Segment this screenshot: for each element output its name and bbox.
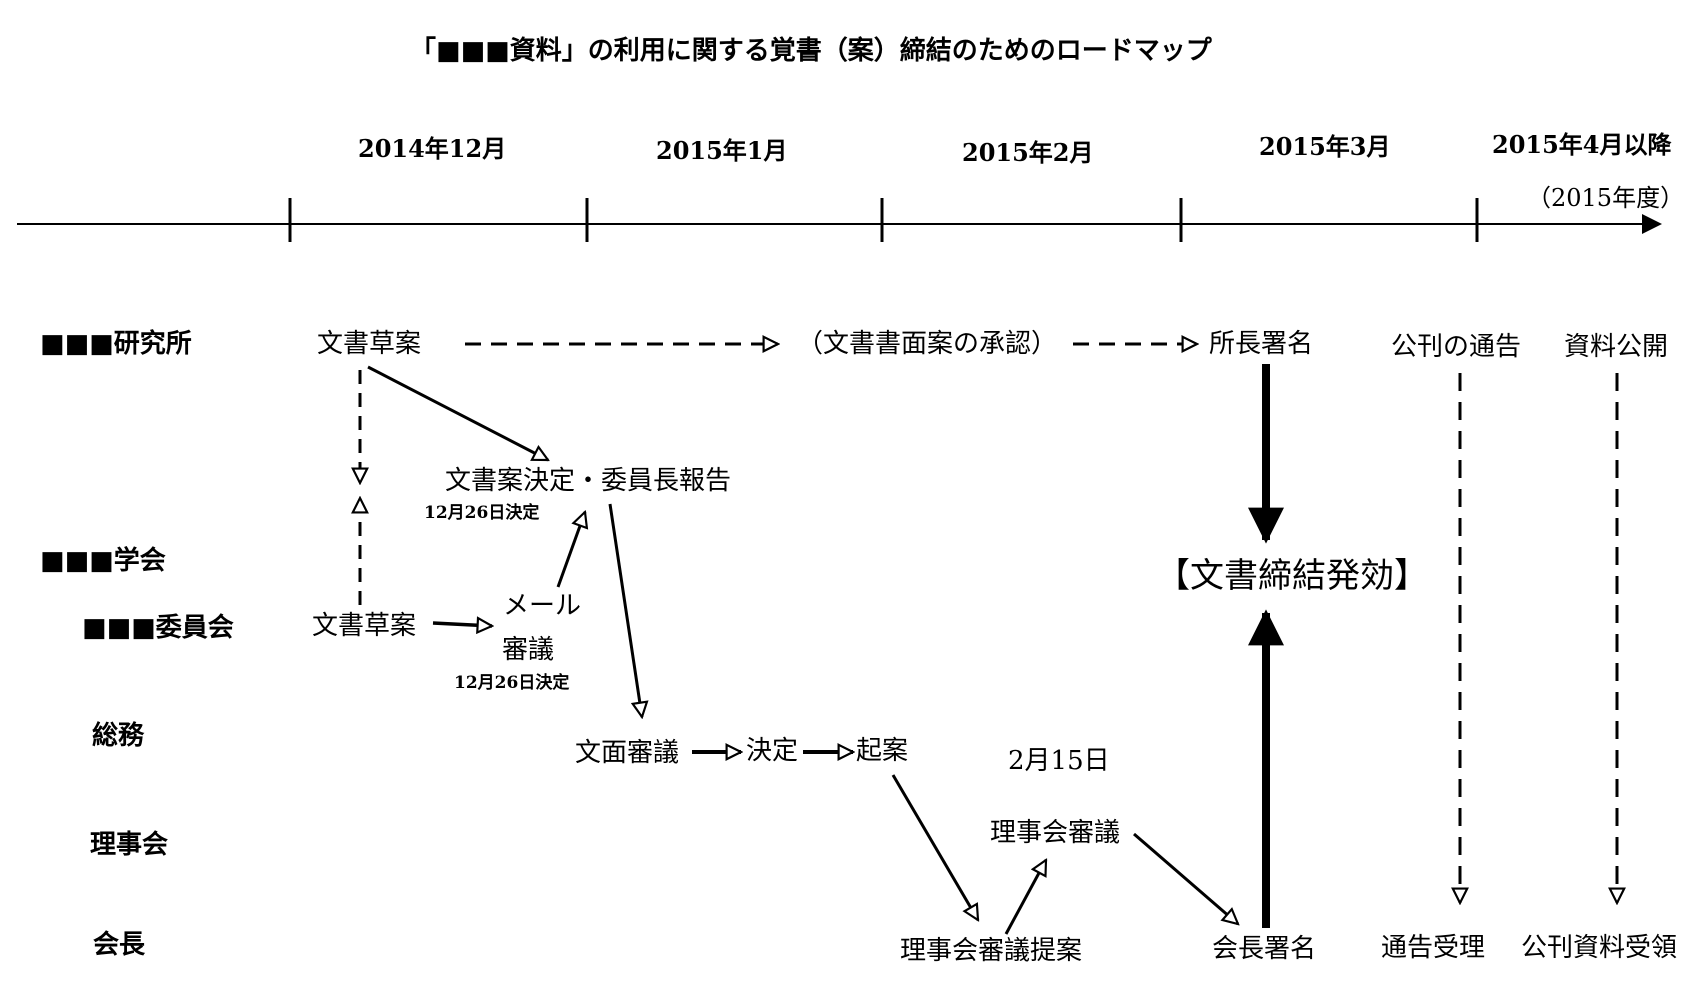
node-notice-received: 通告受理 [1381,933,1486,963]
row-label-general-affairs: 総務 [92,721,145,751]
node-mail-review-2: 審議 [502,635,555,665]
period-label: 2015年2月 [962,138,1094,167]
node-material-disclosure: 資料公開 [1564,332,1669,362]
period-note: （2015年度） [1527,184,1685,212]
node-director-sign: 所長署名 [1209,329,1314,359]
row-label-society: ■■■学会 [40,546,166,576]
node-feb-date: 2月15日 [1008,746,1110,776]
node-mail-date: 12月26日決定 [454,673,570,693]
node-board-review: 理事会審議 [990,818,1121,848]
node-board-proposal: 理事会審議提案 [900,936,1083,966]
node-publication-notice: 公刊の通告 [1391,332,1522,362]
node-written-review: 文面審議 [575,738,680,768]
period-label: 2014年12月 [358,134,507,163]
node-draft-decision: 文書案決定・委員長報告 [445,466,732,496]
arrow [608,503,642,717]
row-label-president: 会長 [93,930,146,960]
node-drafting: 起案 [856,736,909,766]
diagram-title: 「■■■資料」の利用に関する覚書（案）締結のためのロードマップ [410,36,1212,66]
node-decided: 決定 [746,736,799,766]
arrow [432,623,492,626]
period-label: 2015年1月 [656,136,788,165]
row-label-board: 理事会 [90,830,169,860]
arrow [891,774,980,920]
node-committee-draft: 文書草案 [312,611,417,641]
node-institute-approval: （文書書面案の承認） [797,329,1058,359]
period-label: 2015年3月 [1259,132,1391,161]
node-president-sign: 会長署名 [1212,934,1317,964]
row-label-institute: ■■■研究所 [40,329,192,359]
node-material-received: 公刊資料受領 [1521,933,1678,963]
node-decision-date: 12月26日決定 [424,503,540,523]
arrow [1133,832,1238,924]
period-label: 2015年4月以降 [1492,130,1672,159]
node-institute-draft: 文書草案 [317,329,422,359]
node-mail-review: メール [503,591,582,621]
row-label-committee: ■■■委員会 [82,613,234,643]
arrow [556,512,585,588]
arrow [1004,860,1048,935]
node-conclusion: 【文書締結発効】 [1156,556,1428,596]
arrow [367,365,548,462]
